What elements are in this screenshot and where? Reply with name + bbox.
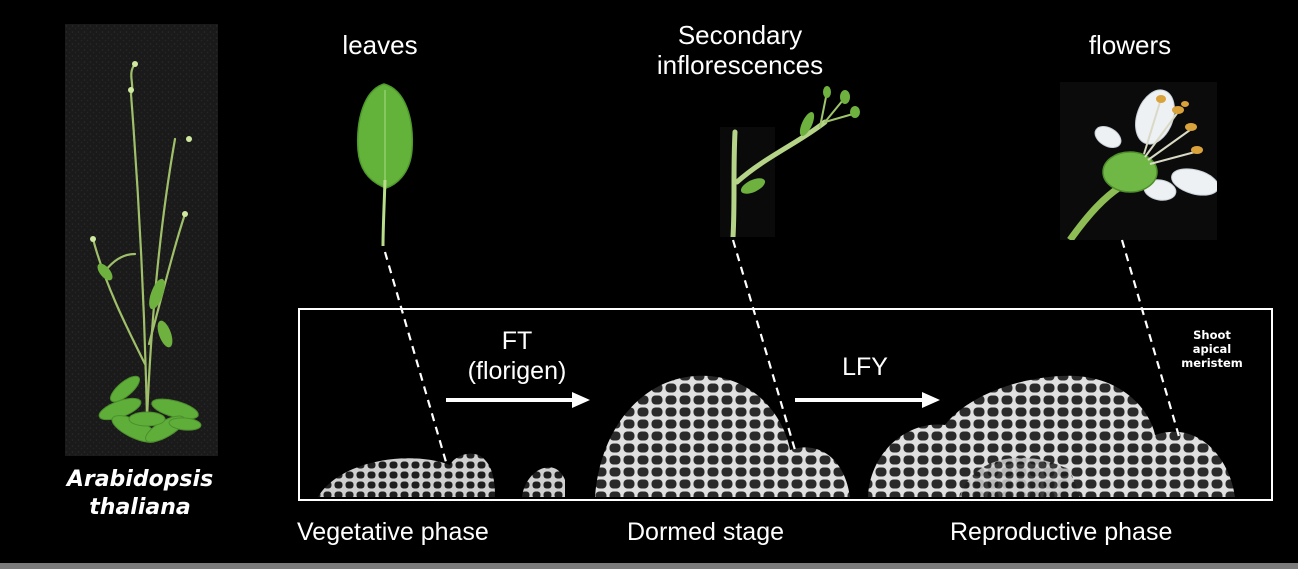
ft-florigen-label: FT (florigen) <box>447 326 587 386</box>
bottom-divider <box>0 563 1298 569</box>
inflorescence-photo-icon <box>720 86 860 237</box>
flower-photo-icon <box>1060 82 1217 240</box>
meristem-frame <box>298 308 1273 501</box>
species-line1: Arabidopsis <box>66 467 214 492</box>
secondary-inflorescences-label: Secondary inflorescences <box>630 20 850 80</box>
ft-line1: FT <box>501 327 533 355</box>
lfy-label: LFY <box>842 353 888 381</box>
species-line2: thaliana <box>89 495 191 520</box>
meristem-line1: Shoot <box>1193 328 1231 342</box>
plant-photo-icon <box>65 24 218 456</box>
species-name: Arabidopsis thaliana <box>40 466 240 522</box>
ft-line2: (florigen) <box>467 357 567 385</box>
meristem-cells-icon <box>318 375 1235 497</box>
secondary-line2: inflorescences <box>656 50 824 80</box>
shoot-apical-meristem-label: Shoot apical meristem <box>1172 328 1252 370</box>
leaves-label: leaves <box>342 30 418 60</box>
meristem-line2: apical <box>1192 342 1232 356</box>
domed-stage-label: Dormed stage <box>627 518 785 546</box>
flowers-label: flowers <box>1088 30 1172 60</box>
vegetative-phase-label: Vegetative phase <box>297 518 489 546</box>
leaf-photo-icon <box>356 83 414 247</box>
secondary-line1: Secondary <box>677 20 803 50</box>
reproductive-phase-label: Reproductive phase <box>950 518 1173 546</box>
meristem-line3: meristem <box>1181 356 1243 370</box>
